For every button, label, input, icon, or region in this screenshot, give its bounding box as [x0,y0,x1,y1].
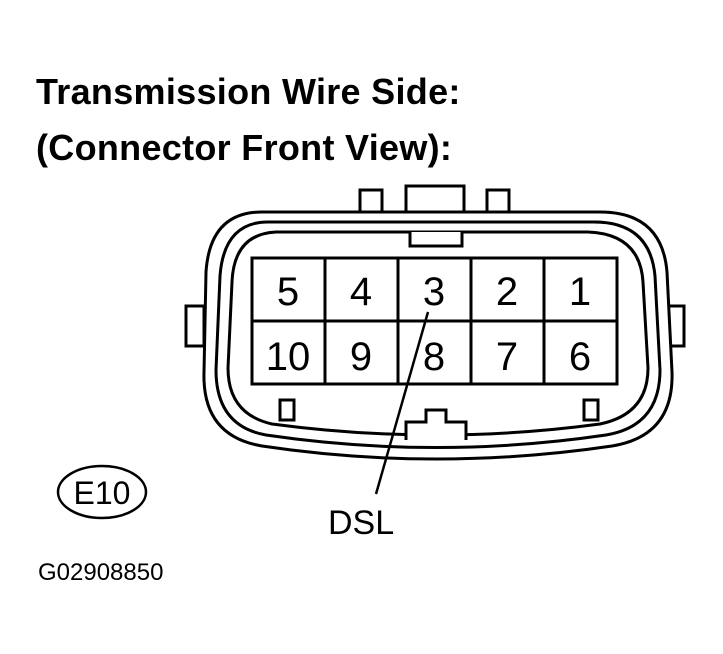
pin-cell-4 [323,256,400,323]
pin-labels: 5 4 3 2 1 10 9 8 7 6 [266,270,591,379]
side-tab-left [184,304,206,348]
pin-cell-6 [542,319,619,386]
pin-cell-7 [469,319,546,386]
callout-label: DSL [328,504,394,542]
figure-code: G02908850 [38,559,163,586]
bottom-key [404,408,468,440]
inner-top-key [408,232,464,248]
bottom-latch-left [278,398,296,422]
pin-cell-2 [469,256,546,323]
title-line-2: (Connector Front View): [36,127,453,168]
pin-grid [250,256,619,386]
connector-code-label: E10 [74,475,131,511]
pin-label-4: 4 [350,270,372,314]
pin-label-9: 9 [350,335,372,379]
middle-shell [214,220,662,449]
pin-label-7: 7 [496,335,518,379]
pin-label-6: 6 [569,335,591,379]
pin-cell-10 [250,319,327,386]
callout-leader-line [374,311,430,495]
title-line-1: Transmission Wire Side: [36,71,461,112]
pin-label-5: 5 [277,270,299,314]
pin-label-2: 2 [496,270,518,314]
pin-label-10: 10 [266,335,311,379]
pin-label-1: 1 [569,270,591,314]
bottom-latch-right [582,398,600,422]
pin-label-8: 8 [423,335,445,379]
connector-code-badge [56,464,148,520]
pin-cell-9 [323,319,400,386]
pin-label-3: 3 [423,270,445,314]
